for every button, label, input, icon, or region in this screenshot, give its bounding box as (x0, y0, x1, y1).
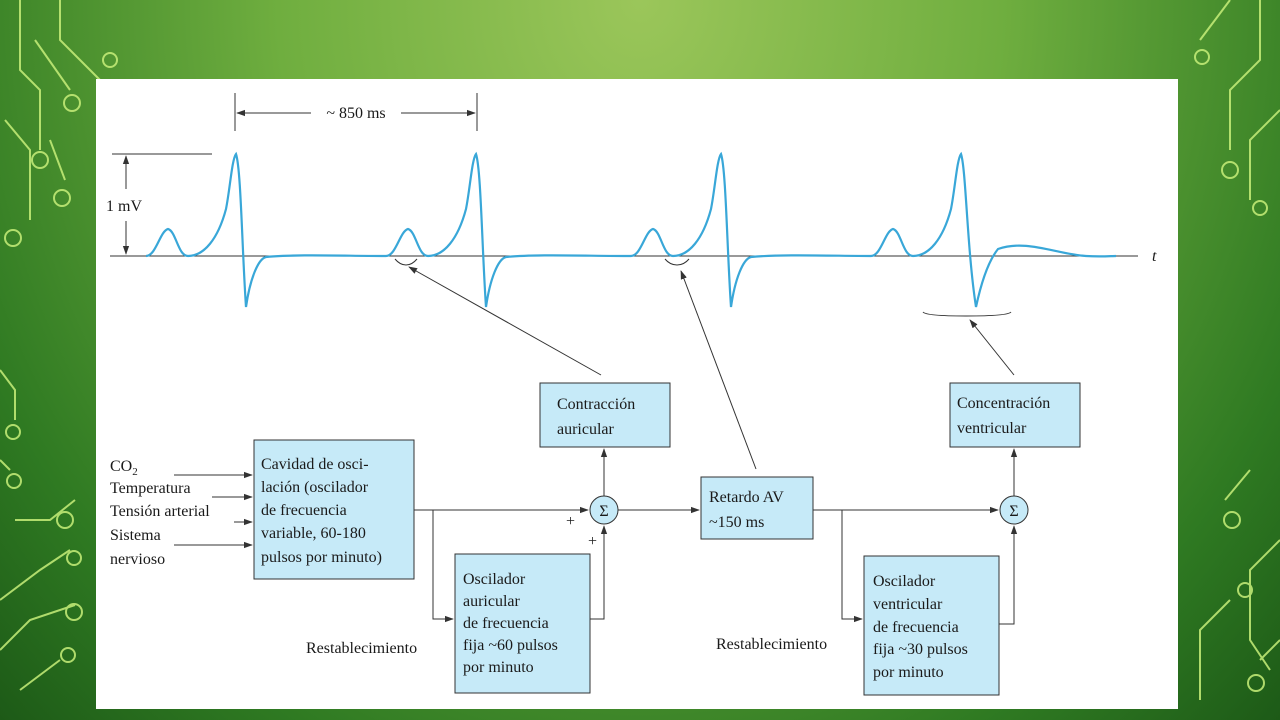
svg-text:Σ: Σ (1009, 503, 1018, 520)
ecg-trace (145, 151, 1117, 308)
pointer-ventricular (969, 319, 1015, 376)
atrial-summing-junction: Σ (589, 495, 619, 525)
svg-text:~150 ms: ~150 ms (709, 514, 764, 531)
av-delay-block: Retardo AV ~150 ms (700, 476, 814, 540)
svg-text:lación (oscilador: lación (oscilador (261, 479, 369, 496)
plus-sign-bottom: + (588, 533, 597, 550)
input-nervous-1: Sistema (110, 527, 161, 544)
atrial-oscillator-to-sum (590, 525, 608, 620)
pointer-atrial-contraction (408, 266, 602, 376)
cardiac-pacemaker-diagram: t ~ 850 ms 1 mV Contracción auricular (106, 93, 1157, 696)
interval-label: ~ 850 ms (326, 105, 385, 122)
svg-text:Concentración: Concentración (957, 395, 1050, 412)
svg-text:fija ~30 pulsos: fija ~30 pulsos (873, 641, 968, 658)
input-blood-pressure: Tensión arterial (110, 503, 210, 520)
ventricular-oscillator-block: Oscilador ventricular de frecuencia fija… (863, 555, 1000, 696)
qrs-brace (922, 311, 1012, 317)
plus-sign-left: + (566, 513, 575, 530)
input-co2: CO2 (110, 458, 138, 478)
time-axis-label: t (1152, 248, 1157, 265)
svg-text:Oscilador: Oscilador (463, 571, 526, 588)
ventricular-oscillator-to-sum (999, 525, 1018, 625)
svg-text:de frecuencia: de frecuencia (463, 615, 549, 632)
ventricular-concentration-block: Concentración ventricular (949, 382, 1081, 448)
svg-text:Cavidad de osci-: Cavidad de osci- (261, 456, 369, 473)
svg-text:variable, 60-180: variable, 60-180 (261, 525, 366, 542)
atrial-contraction-block: Contracción auricular (539, 382, 671, 448)
input-nervous-2: nervioso (110, 551, 165, 568)
amplitude-label: 1 mV (106, 198, 142, 215)
reset-label-atrial: Restablecimiento (306, 640, 417, 657)
svg-text:pulsos por minuto): pulsos por minuto) (261, 549, 382, 566)
pointer-av-delay (680, 270, 757, 470)
p-wave-brace (394, 258, 418, 266)
cavity-to-atrial-oscillator (432, 510, 454, 623)
diagram-panel: t ~ 850 ms 1 mV Contracción auricular (96, 79, 1178, 709)
svg-text:de frecuencia: de frecuencia (873, 619, 959, 636)
svg-text:por minuto: por minuto (873, 664, 944, 681)
svg-text:Σ: Σ (599, 503, 608, 520)
oscillation-cavity-block: Cavidad de osci- lación (oscilador de fr… (253, 439, 415, 580)
svg-text:auricular: auricular (463, 593, 521, 610)
svg-text:auricular: auricular (557, 421, 615, 438)
input-labels: CO2 Temperatura Tensión arterial Sistema… (110, 458, 210, 568)
ventricular-summing-junction: Σ (999, 495, 1029, 525)
svg-text:ventricular: ventricular (957, 420, 1027, 437)
svg-text:ventricular: ventricular (873, 596, 943, 613)
svg-text:de frecuencia: de frecuencia (261, 502, 347, 519)
svg-text:Oscilador: Oscilador (873, 573, 936, 590)
av-delay-to-ventricular-oscillator (841, 510, 863, 623)
pr-segment-brace (664, 258, 690, 266)
svg-text:Retardo AV: Retardo AV (709, 489, 784, 506)
svg-text:fija ~60 pulsos: fija ~60 pulsos (463, 637, 558, 654)
reset-label-ventricular: Restablecimiento (716, 636, 827, 653)
atrial-oscillator-block: Oscilador auricular de frecuencia fija ~… (454, 553, 591, 694)
svg-text:por minuto: por minuto (463, 659, 534, 676)
input-temperature: Temperatura (110, 480, 191, 497)
svg-text:Contracción: Contracción (557, 396, 635, 413)
